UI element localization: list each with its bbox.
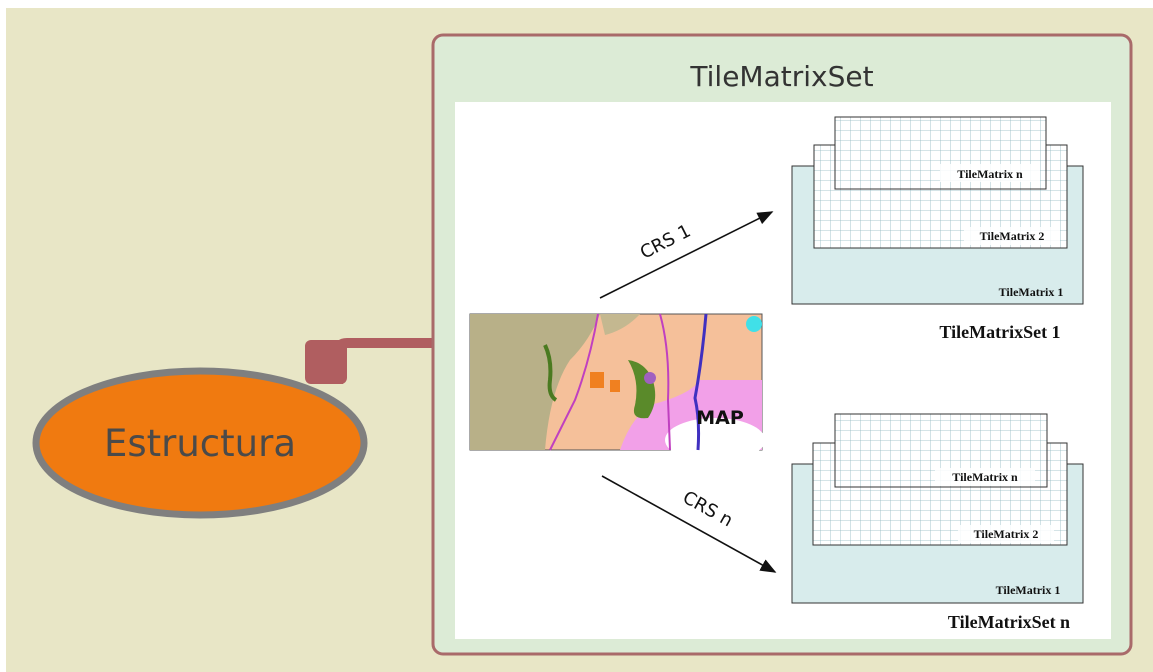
panel-title: TileMatrixSet xyxy=(689,60,873,93)
tilematrix-1-label: TileMatrix 1 xyxy=(999,285,1064,299)
estructura-node[interactable]: Estructura xyxy=(32,367,368,519)
map-image: MAP xyxy=(469,313,765,462)
arrow-crs-1 xyxy=(599,211,774,299)
arrow-crs-n xyxy=(601,475,777,573)
tilematrix-1-label: TileMatrix 1 xyxy=(996,583,1061,597)
tilematrixset-1-stack: TileMatrix n TileMatrix 2 TileMatrix 1 T… xyxy=(791,116,1084,342)
tilematrix-n-label: TileMatrix n xyxy=(957,167,1023,181)
tilematrixset-n-stack: TileMatrix n TileMatrix 2 TileMatrix 1 T… xyxy=(791,413,1084,632)
tilematrix-2-label: TileMatrix 2 xyxy=(980,229,1045,243)
connector-joint xyxy=(305,340,347,384)
tilematrixset-1-label: TileMatrixSet 1 xyxy=(939,322,1060,342)
map-label: MAP xyxy=(696,407,744,429)
tilematrixset-n-label: TileMatrixSet n xyxy=(948,612,1070,632)
tilematrix-2-label: TileMatrix 2 xyxy=(974,527,1039,541)
estructura-label: Estructura xyxy=(104,422,296,465)
tilematrix-n-label: TileMatrix n xyxy=(952,470,1018,484)
